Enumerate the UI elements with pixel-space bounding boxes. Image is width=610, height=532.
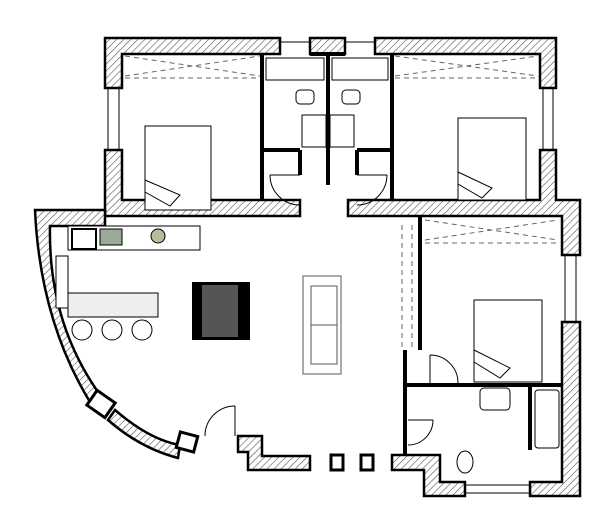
- door-entry: [204, 405, 236, 437]
- bed-3: [473, 299, 543, 383]
- wall-right-lower: [528, 320, 582, 498]
- bathtub: [534, 389, 560, 449]
- dining-table: [192, 282, 250, 340]
- door-bedroom-3: [429, 354, 459, 384]
- sink: [479, 387, 511, 411]
- shower: [329, 114, 355, 148]
- bed-1: [144, 125, 212, 211]
- door-bath-1: [269, 174, 301, 206]
- curved-wall-posts: [84, 388, 375, 472]
- walls: [33, 36, 582, 498]
- shower: [301, 114, 327, 148]
- sofa: [302, 275, 342, 375]
- wall-bottom-right: [390, 453, 467, 498]
- sink: [341, 89, 361, 105]
- sink: [295, 89, 315, 105]
- wall-top-bath: [308, 36, 347, 56]
- bed-2: [457, 117, 527, 201]
- door-bath-2: [356, 174, 388, 206]
- wall-bottom-mid: [236, 434, 312, 472]
- wall-top-right: [373, 36, 558, 90]
- interior-walls: [260, 52, 562, 455]
- door-bath-3: [407, 419, 434, 446]
- wall-curved-lower: [106, 408, 182, 460]
- doors[interactable]: [204, 174, 459, 446]
- closets: [124, 55, 559, 350]
- kitchen: [55, 225, 201, 341]
- wall-top-left: [103, 36, 282, 90]
- wall-right-bedroom2: [346, 148, 582, 257]
- toilet: [456, 450, 474, 474]
- bathroom-fixtures: [265, 57, 560, 474]
- windows: [107, 41, 577, 494]
